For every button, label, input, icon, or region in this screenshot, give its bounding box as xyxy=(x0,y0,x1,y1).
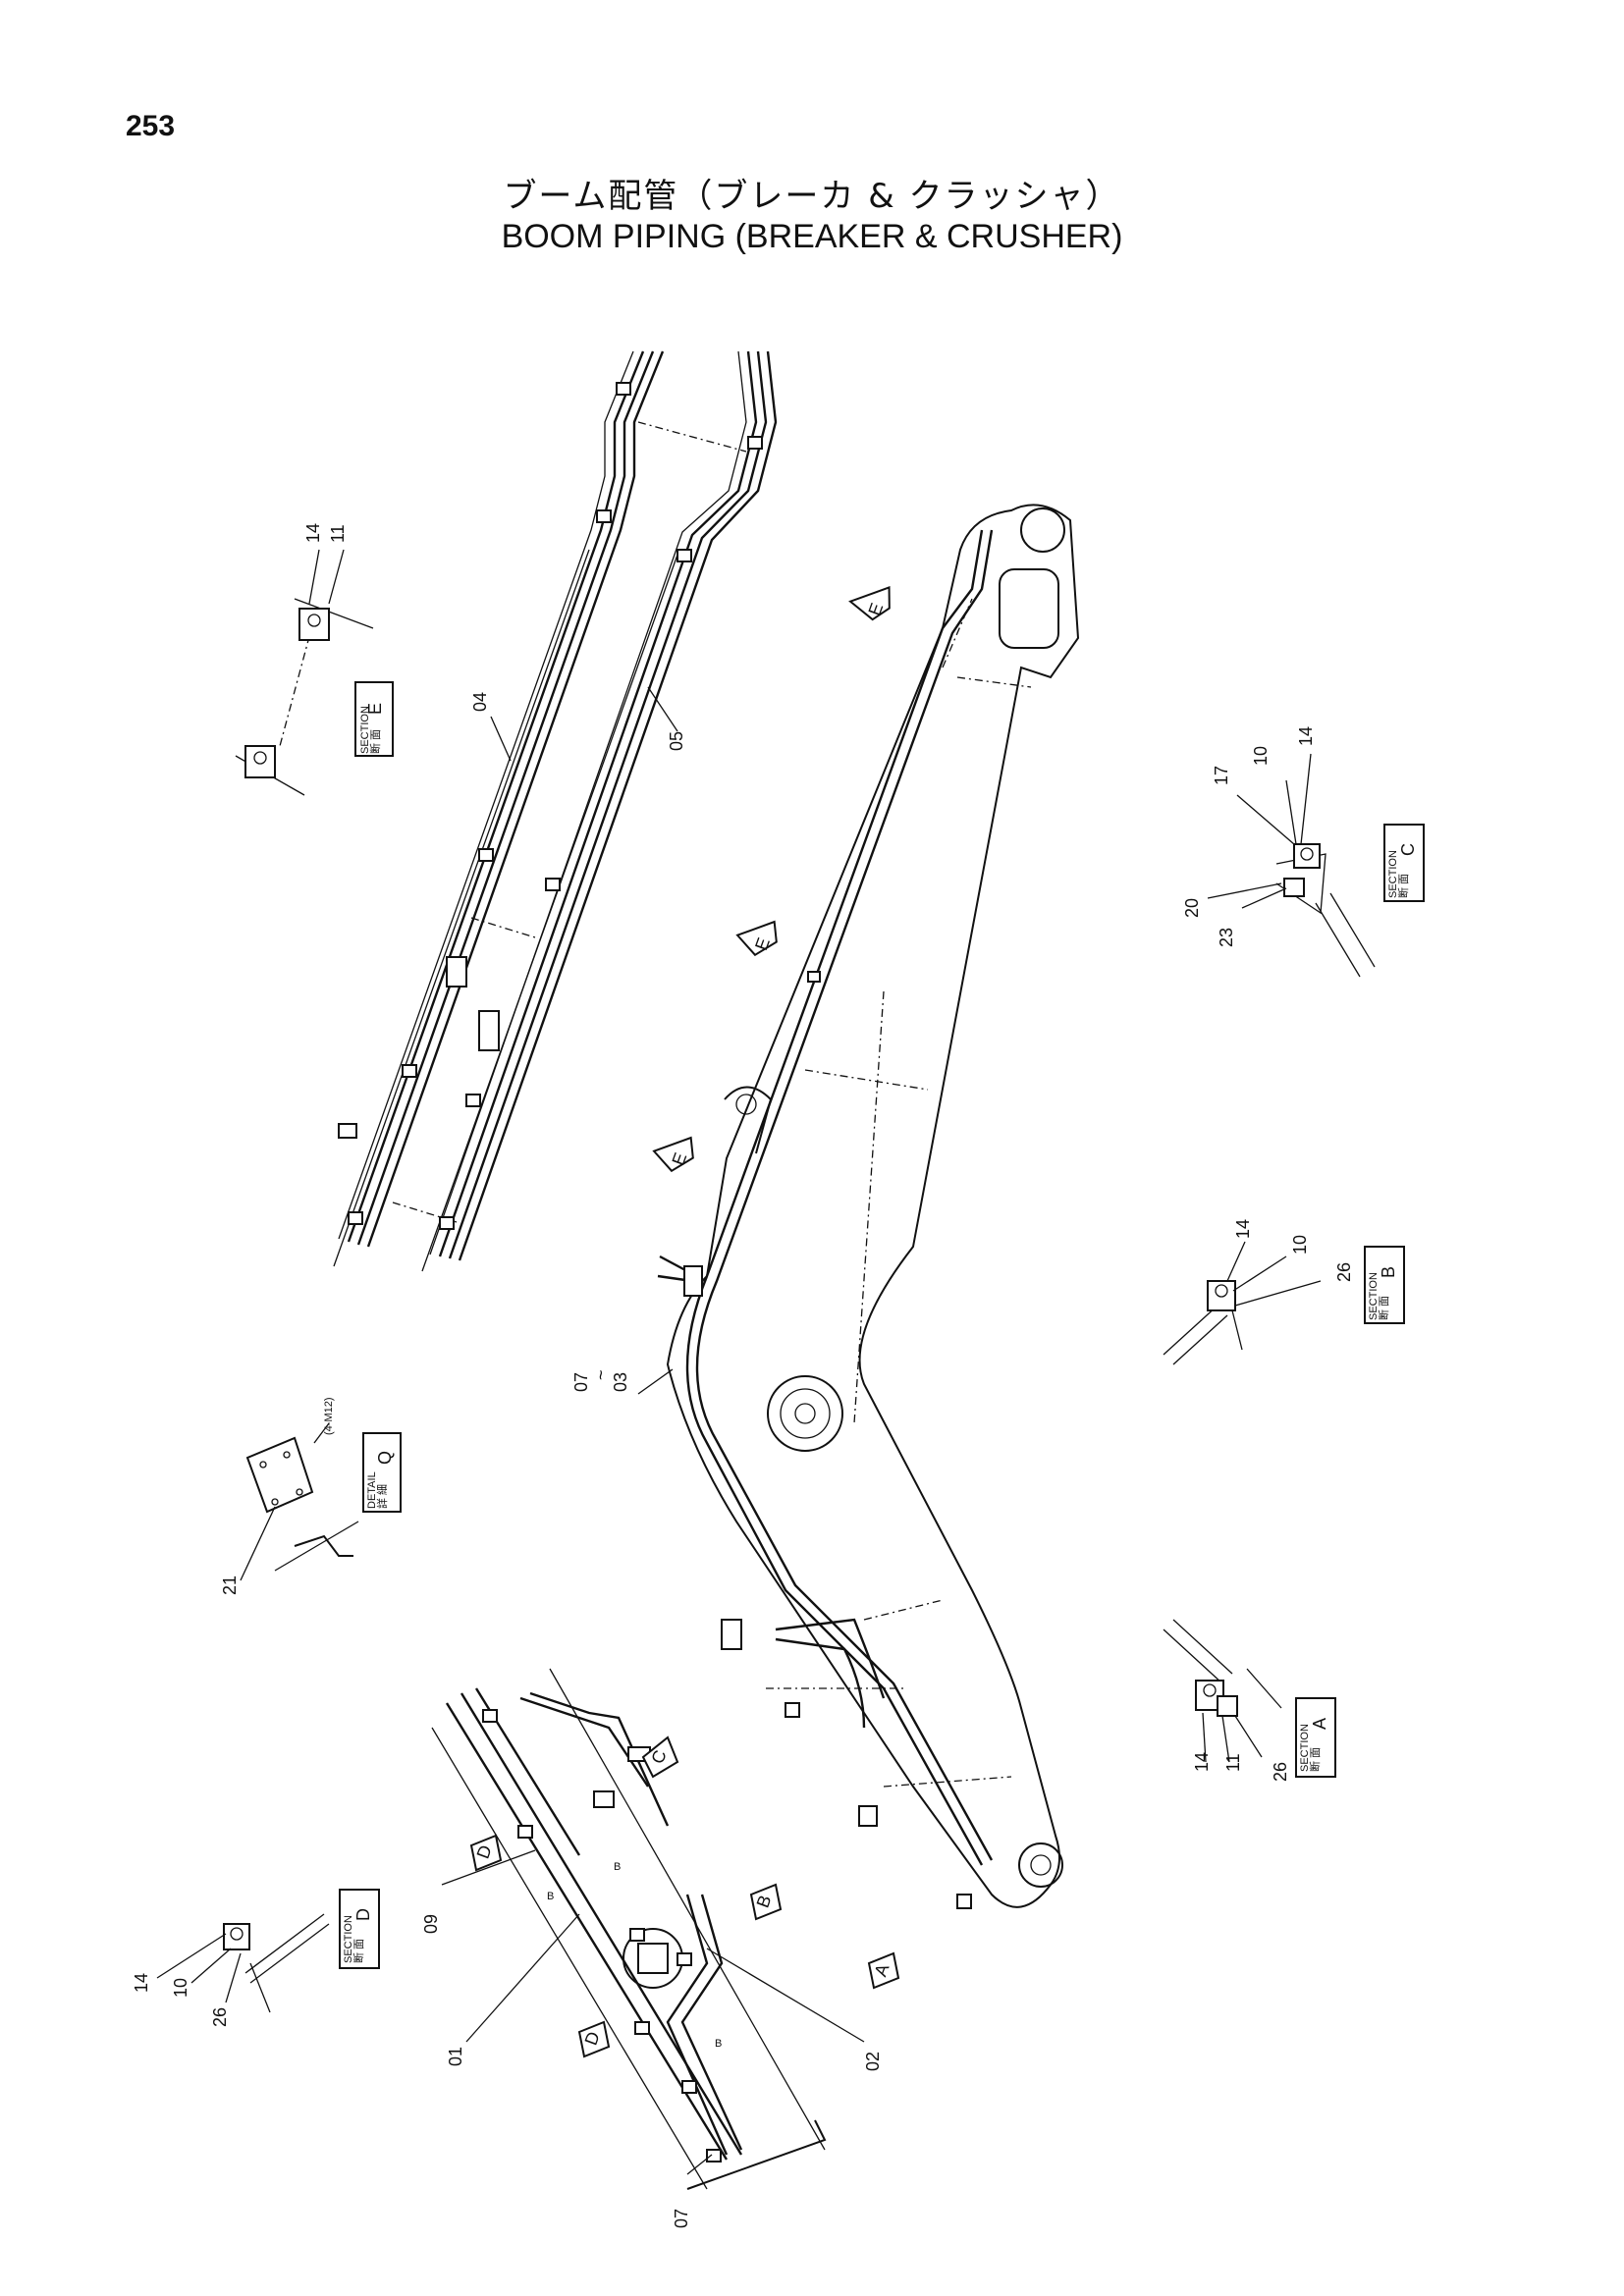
svg-text:D: D xyxy=(581,2029,604,2048)
section-e-detail: 14 11 E SECTION 断 面 xyxy=(235,523,394,796)
view-arrow-c: C xyxy=(641,1735,679,1779)
callout-05: 05 xyxy=(647,686,686,751)
svg-text:B: B xyxy=(715,2038,722,2050)
svg-text:C: C xyxy=(647,1747,670,1766)
svg-text:D: D xyxy=(353,1908,373,1921)
section-e-label-box: E SECTION 断 面 xyxy=(354,681,394,757)
main-boom xyxy=(657,504,1080,1909)
section-d-detail: 14 10 26 D SECTION 断 面 xyxy=(132,1889,380,2027)
view-arrow-e2: E xyxy=(735,920,778,957)
detail-q-label-box: Q DETAIL 詳 細 xyxy=(362,1432,402,1513)
svg-text:14: 14 xyxy=(1192,1752,1212,1772)
svg-text:26: 26 xyxy=(1271,1762,1290,1782)
svg-text:14: 14 xyxy=(132,1973,151,1993)
svg-text:DETAIL: DETAIL xyxy=(366,1471,378,1509)
svg-text:01: 01 xyxy=(446,2047,465,2066)
svg-text:10: 10 xyxy=(171,1978,190,1998)
svg-text:21: 21 xyxy=(220,1575,240,1595)
section-b-detail: 14 10 26 B SECTION 断 面 xyxy=(1163,1219,1405,1365)
svg-text:E: E xyxy=(365,703,385,715)
svg-text:11: 11 xyxy=(328,524,348,543)
svg-text:26: 26 xyxy=(1334,1262,1354,1282)
svg-text:断 面: 断 面 xyxy=(1396,874,1410,898)
callout-09: 09 xyxy=(421,1849,536,1934)
svg-text:SECTION: SECTION xyxy=(1387,850,1399,898)
svg-text:10: 10 xyxy=(1251,746,1271,766)
svg-text:B: B xyxy=(614,1861,621,1873)
svg-text:B: B xyxy=(547,1891,554,1902)
svg-text:05: 05 xyxy=(667,731,686,751)
svg-text:20: 20 xyxy=(1182,898,1202,918)
svg-text:SECTION: SECTION xyxy=(343,1915,354,1963)
section-c-label-box: C SECTION 断 面 xyxy=(1383,824,1425,902)
svg-text:断 面: 断 面 xyxy=(368,729,382,754)
title-english: BOOM PIPING (BREAKER & CRUSHER) xyxy=(501,218,1123,255)
svg-text:02: 02 xyxy=(863,2052,883,2071)
svg-text:(4-M12): (4-M12) xyxy=(323,1397,335,1435)
page-number: 253 xyxy=(126,110,176,142)
callout-01: 01 xyxy=(446,1913,580,2066)
section-d-label-box: D SECTION 断 面 xyxy=(339,1889,380,1969)
svg-text:07: 07 xyxy=(571,1372,591,1392)
svg-text:11: 11 xyxy=(1223,1753,1243,1772)
svg-text:D: D xyxy=(473,1842,496,1861)
svg-text:SECTION: SECTION xyxy=(1368,1272,1380,1320)
svg-text:Q: Q xyxy=(375,1451,395,1465)
lower-boom-detail: B B B xyxy=(431,1668,827,2190)
svg-text:C: C xyxy=(1398,843,1418,856)
svg-text:断 面: 断 面 xyxy=(1308,1747,1322,1772)
callout-04: 04 xyxy=(470,692,512,762)
section-a-detail: 14 11 26 A SECTION 断 面 xyxy=(1163,1619,1336,1782)
view-arrow-d2: D xyxy=(577,2020,611,2058)
svg-text:04: 04 xyxy=(470,692,490,712)
svg-text:SECTION: SECTION xyxy=(1299,1724,1311,1772)
svg-text:26: 26 xyxy=(210,2007,230,2027)
svg-text:断 面: 断 面 xyxy=(352,1939,365,1963)
svg-text:10: 10 xyxy=(1290,1235,1310,1255)
view-arrow-d1: D xyxy=(469,1834,503,1872)
title-japanese: ブーム配管（ブレーカ & クラッシャ） xyxy=(503,177,1121,216)
svg-text:断 面: 断 面 xyxy=(1377,1296,1390,1320)
view-arrow-a: A xyxy=(867,1951,900,1990)
svg-text:23: 23 xyxy=(1217,928,1236,947)
section-b-label-box: B SECTION 断 面 xyxy=(1364,1246,1405,1324)
upper-boom-detail xyxy=(333,350,778,1272)
view-arrow-b: B xyxy=(749,1883,783,1921)
svg-text:03: 03 xyxy=(611,1372,630,1392)
view-arrow-e1: E xyxy=(848,585,891,621)
svg-text:詳 細: 詳 細 xyxy=(375,1484,389,1509)
section-a-label-box: A SECTION 断 面 xyxy=(1295,1697,1336,1778)
svg-text:14: 14 xyxy=(1233,1219,1253,1239)
svg-text:A: A xyxy=(1310,1718,1329,1730)
callout-02: 02 xyxy=(706,1948,883,2071)
svg-text:SECTION: SECTION xyxy=(359,706,371,754)
detail-q: (4-M12) 21 Q DETAIL 詳 細 xyxy=(220,1397,402,1595)
svg-text:~: ~ xyxy=(591,1369,611,1380)
callout-07-03-range: 07 ~ 03 xyxy=(571,1368,674,1395)
svg-text:09: 09 xyxy=(421,1914,441,1934)
svg-text:17: 17 xyxy=(1212,766,1231,785)
svg-text:B: B xyxy=(1379,1266,1398,1278)
svg-text:14: 14 xyxy=(1296,726,1316,746)
svg-text:14: 14 xyxy=(303,523,323,543)
view-arrow-e3: E xyxy=(652,1136,694,1173)
section-c-detail: 14 10 17 20 23 C SECTION 断 面 xyxy=(1182,726,1425,978)
svg-text:07: 07 xyxy=(672,2209,691,2228)
callout-07-bottom: 07 xyxy=(672,2154,713,2228)
